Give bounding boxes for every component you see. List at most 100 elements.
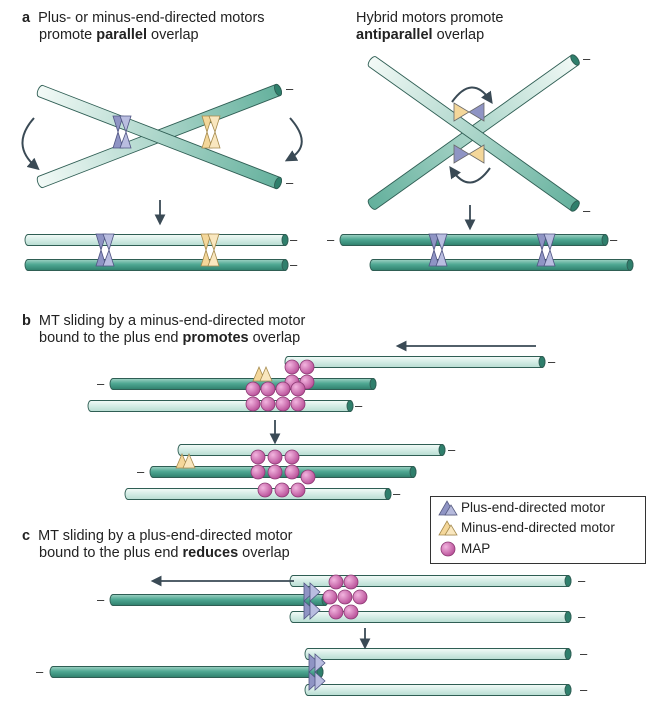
tube-b-bottom-plus-end <box>346 400 354 412</box>
tube-c-bottom-plus-end <box>564 611 572 623</box>
minus-a-lb-1: – <box>290 232 298 247</box>
map-b-bottom-7 <box>257 482 273 498</box>
map-c-1 <box>343 574 359 590</box>
tube-b-top-plus-end <box>538 356 546 368</box>
tube-a-left-bottom-1-body <box>24 234 289 246</box>
minus-a-right-2: – <box>583 203 591 218</box>
tube-a-left-bottom-2-plus-end <box>281 259 289 271</box>
minus-a-left-1: – <box>286 81 294 96</box>
curve-arrow-a-right-2 <box>449 166 491 184</box>
map-b-bottom-6 <box>300 469 316 485</box>
map-b-top-9 <box>260 396 276 412</box>
motor-c-top-m0a <box>303 582 315 602</box>
minus-b2-1: – <box>448 442 456 457</box>
motor-a-right-bottom-1 <box>428 233 448 267</box>
minus-a-left-2: – <box>286 175 294 190</box>
tube-c-top <box>289 575 572 587</box>
motor-a-left-bottom-plus-bottom-b <box>102 248 115 267</box>
hybrid-motor-a-right-1-left <box>453 102 470 122</box>
map-c-2 <box>322 589 338 605</box>
minus-c-3: – <box>578 609 586 624</box>
legend-map-label: MAP <box>461 541 491 556</box>
tube-c2-bottom-body <box>304 684 572 696</box>
minus-b2-2: – <box>137 464 145 479</box>
tube-a-left-2 <box>36 84 282 190</box>
minus-c2-1: – <box>36 664 44 679</box>
motor-b-bottom <box>175 452 196 469</box>
tube-a-right-2-plus-end <box>570 200 580 212</box>
panel-a-right-title-line1: Hybrid motors promote <box>356 10 504 26</box>
tube-a-right-1-plus-end <box>570 54 580 66</box>
tube-a-left-bottom-2 <box>24 259 289 271</box>
map-b-top-8 <box>245 396 261 412</box>
map-c-5 <box>328 604 344 620</box>
panel-b-letter: b <box>22 313 31 329</box>
motor-a-right-bottom-1-top-b <box>435 233 448 252</box>
tube-a-right-bottom-1-body <box>339 234 609 246</box>
legend-symbols <box>438 500 458 557</box>
tube-c2-top-body <box>304 648 572 660</box>
motor-b-bottom-head-b <box>182 452 196 469</box>
minus-b-2: – <box>548 354 556 369</box>
tube-c-middle-body <box>109 594 329 606</box>
motor-a-left-plus-bottom-a <box>112 130 124 149</box>
motor-a-left-minus <box>201 115 221 149</box>
tube-c2-top-plus-end <box>564 648 572 660</box>
motor-c-top <box>303 582 321 620</box>
motor-a-right-bottom-1-bottom-b <box>435 248 448 267</box>
tube-a-right-bottom-2-body <box>369 259 634 271</box>
tube-b2-middle-plus-end <box>409 466 417 478</box>
motor-a-right-bottom-2-bottom-b <box>543 248 556 267</box>
tube-c-middle <box>109 594 329 606</box>
map-c-0 <box>328 574 344 590</box>
tube-a-left-2-plus-end <box>274 176 282 190</box>
tube-a-right-bottom-1-plus-end <box>601 234 609 246</box>
minus-a-right-1: – <box>583 51 591 66</box>
minus-c-1: – <box>97 592 105 607</box>
minus-b-3: – <box>355 398 363 413</box>
panel-a-right-title: Hybrid motors promote antiparallel overl… <box>356 10 504 43</box>
tube-b2-bottom <box>124 488 392 500</box>
tube-b-middle <box>109 378 377 390</box>
motor-c-bottom-m0a <box>308 653 320 673</box>
map-c-4 <box>352 589 368 605</box>
panel-a-letter: a <box>22 10 31 26</box>
hybrid-motor-a-right-2 <box>453 144 485 164</box>
map-b-top-6 <box>275 381 291 397</box>
map-b-bottom-5 <box>284 464 300 480</box>
map-b-bottom-9 <box>290 482 306 498</box>
tube-b-bottom-body <box>87 400 354 412</box>
motor-c-bottom-m1a <box>308 671 320 691</box>
legend-plus-motor-icon <box>438 500 458 516</box>
tube-b-middle-plus-end <box>369 378 377 390</box>
motor-c-top-m1b <box>309 600 321 620</box>
motor-a-right-bottom-1-top-a <box>428 233 440 252</box>
motor-a-left-plus-top-a <box>112 115 124 134</box>
legend-map-icon <box>440 541 456 557</box>
motor-a-left-bottom-plus-top-b <box>102 233 115 252</box>
tube-b2-top-plus-end <box>438 444 446 456</box>
minus-b2-3: – <box>393 486 401 501</box>
motor-a-left-minus-top-b <box>208 115 221 134</box>
tube-b2-middle <box>149 466 417 478</box>
motor-a-left-minus-bottom-a <box>201 130 213 149</box>
minus-c2-3: – <box>580 682 588 697</box>
tube-b2-bottom-plus-end <box>384 488 392 500</box>
legend: Plus-end-directed motor Minus-end-direct… <box>430 496 646 564</box>
map-b-top-4 <box>245 381 261 397</box>
motor-a-left-plus <box>112 115 132 149</box>
tube-c2-middle <box>49 666 324 678</box>
motor-a-left-bottom-minus-bottom-b <box>207 248 220 267</box>
map-b-bottom-4 <box>267 464 283 480</box>
map-b-top-10 <box>275 396 291 412</box>
hybrid-motor-a-right-1 <box>453 102 485 122</box>
map-c-6 <box>343 604 359 620</box>
curve-arrow-a-right-1 <box>451 86 493 104</box>
curve-arrow-a-left-2 <box>284 117 303 162</box>
map-b-top-0 <box>284 359 300 375</box>
tube-a-right-bottom-1 <box>339 234 609 246</box>
panel-c-letter: c <box>22 528 31 544</box>
motor-a-right-bottom-2-bottom-a <box>536 248 548 267</box>
